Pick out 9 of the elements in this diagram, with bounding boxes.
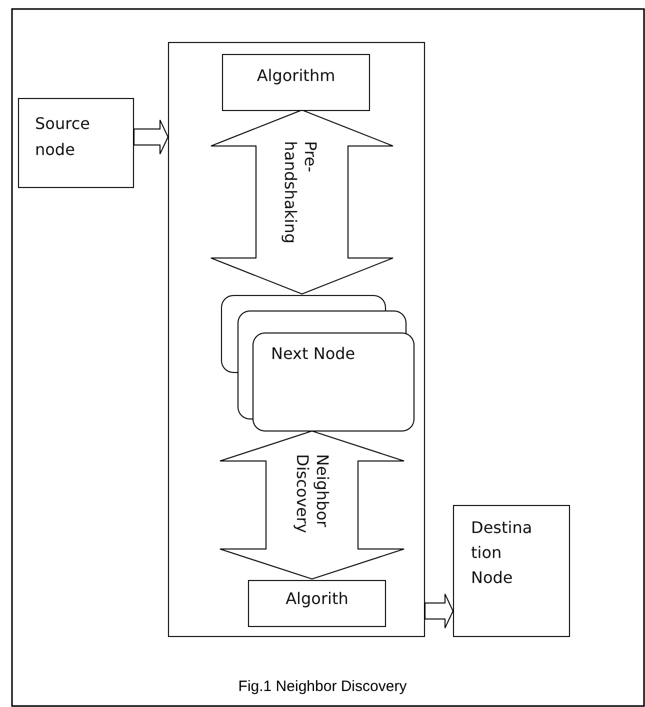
block-arrow <box>134 120 169 154</box>
destination-box: Destina tion Node <box>453 505 570 637</box>
source-box: Source node <box>18 98 134 188</box>
block-arrow <box>424 594 454 628</box>
stacked-card-node <box>221 295 415 432</box>
node-label: Next Node <box>271 343 356 365</box>
figure-caption: Fig.1 Neighbor Discovery <box>237 678 408 695</box>
algorithm-box: Algorithm <box>222 54 370 111</box>
algorithm-box: Algorith <box>248 580 386 627</box>
